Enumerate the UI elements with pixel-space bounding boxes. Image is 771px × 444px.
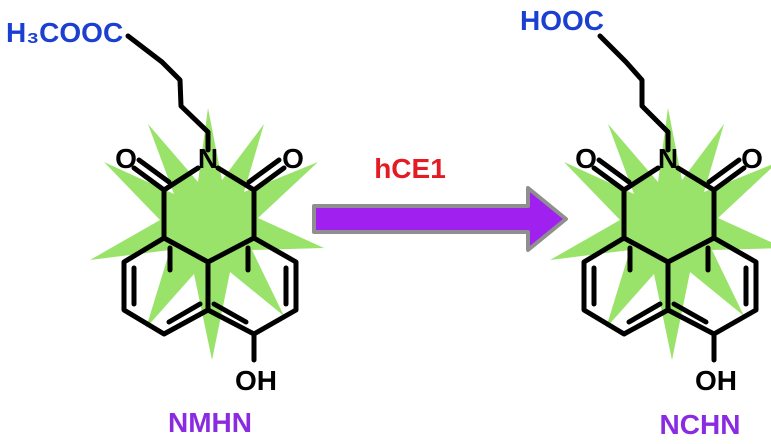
product-name: NCHN	[660, 409, 741, 440]
reactant-bonds	[121, 33, 299, 363]
imide-n-label-product: N	[658, 143, 678, 174]
carbonyl-o-left-label-product: O	[575, 143, 597, 174]
reaction-arrow: hCE1	[312, 153, 568, 252]
product-molecule: HOOC N O O OH NCHN	[520, 5, 771, 440]
ester-group-label: H₃COOC	[6, 17, 123, 48]
acid-group-label: HOOC	[520, 5, 604, 36]
hydroxyl-label: OH	[235, 365, 277, 396]
imide-n-label: N	[198, 143, 218, 174]
reactant-molecule: H₃COOC N O O OH NMHN	[6, 17, 324, 438]
carbonyl-o-right-label-product: O	[741, 143, 763, 174]
product-bonds	[581, 33, 759, 363]
arrow-shape	[312, 186, 568, 252]
reactant-name: NMHN	[168, 407, 252, 438]
carbonyl-o-right-label: O	[282, 143, 304, 174]
carbonyl-o-left-label: O	[115, 143, 137, 174]
hydroxyl-label-product: OH	[695, 365, 737, 396]
enzyme-label: hCE1	[374, 153, 446, 184]
